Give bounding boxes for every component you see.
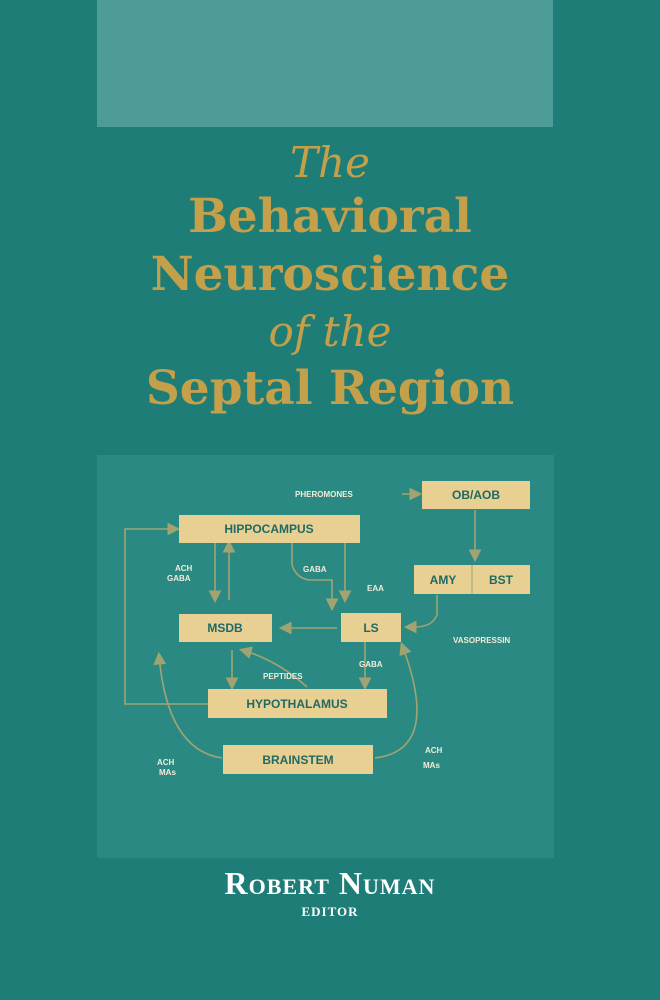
- label-ach-left: ACH: [175, 564, 193, 573]
- label-ach-bottom-right: ACH: [425, 746, 443, 755]
- node-ls: LS: [363, 621, 378, 635]
- label-eaa: EAA: [367, 584, 384, 593]
- top-band: [97, 0, 553, 127]
- connection-arrows: [124, 487, 482, 759]
- title-line-behavioral: Behavioral: [188, 189, 472, 244]
- node-hippocampus-box: [179, 515, 360, 543]
- label-mas-bottom-right: MAs: [423, 761, 440, 770]
- node-ls-box: [341, 613, 401, 642]
- node-msdb-box: [179, 614, 272, 642]
- septal-circuit-diagram: OB/AOB HIPPOCAMPUS AMY BST MSDB LS HYPOT…: [97, 455, 554, 858]
- title-line-of-the: of the: [268, 307, 392, 356]
- diagram-labels: PHEROMONES ACH GABA GABA EAA VASOPRESSIN…: [157, 490, 510, 777]
- label-gaba-low: GABA: [359, 660, 383, 669]
- node-amy-bst-box: [414, 565, 530, 594]
- label-pheromones: PHEROMONES: [295, 490, 353, 499]
- label-gaba-left: GABA: [167, 574, 191, 583]
- node-ob-aob: OB/AOB: [452, 488, 500, 502]
- diagram-nodes: OB/AOB HIPPOCAMPUS AMY BST MSDB LS HYPOT…: [179, 481, 530, 774]
- title-line-septal-region: Septal Region: [145, 361, 515, 416]
- node-hippocampus: HIPPOCAMPUS: [224, 522, 313, 536]
- node-ob-aob-box: [422, 481, 530, 509]
- node-hypothalamus: HYPOTHALAMUS: [246, 697, 347, 711]
- node-amy: AMY: [430, 573, 457, 587]
- label-vasopressin: VASOPRESSIN: [453, 636, 510, 645]
- node-brainstem-box: [223, 745, 373, 774]
- title-line-the: The: [290, 138, 370, 187]
- label-mas-bottom-left: MAs: [159, 768, 176, 777]
- node-bst: BST: [489, 573, 514, 587]
- node-brainstem: BRAINSTEM: [262, 753, 333, 767]
- label-peptides: PEPTIDES: [263, 672, 303, 681]
- node-hypothalamus-box: [208, 689, 387, 718]
- title-line-neuroscience: Neuroscience: [150, 247, 510, 302]
- label-gaba-mid: GABA: [303, 565, 327, 574]
- book-title: The Behavioral Neuroscience of the Septa…: [0, 138, 660, 418]
- label-ach-bottom-left: ACH: [157, 758, 175, 767]
- editor-role: EDITOR: [301, 904, 359, 919]
- node-msdb: MSDB: [207, 621, 243, 635]
- author-name: Robert Numan: [224, 865, 436, 901]
- diagram-svg: OB/AOB HIPPOCAMPUS AMY BST MSDB LS HYPOT…: [124, 481, 530, 777]
